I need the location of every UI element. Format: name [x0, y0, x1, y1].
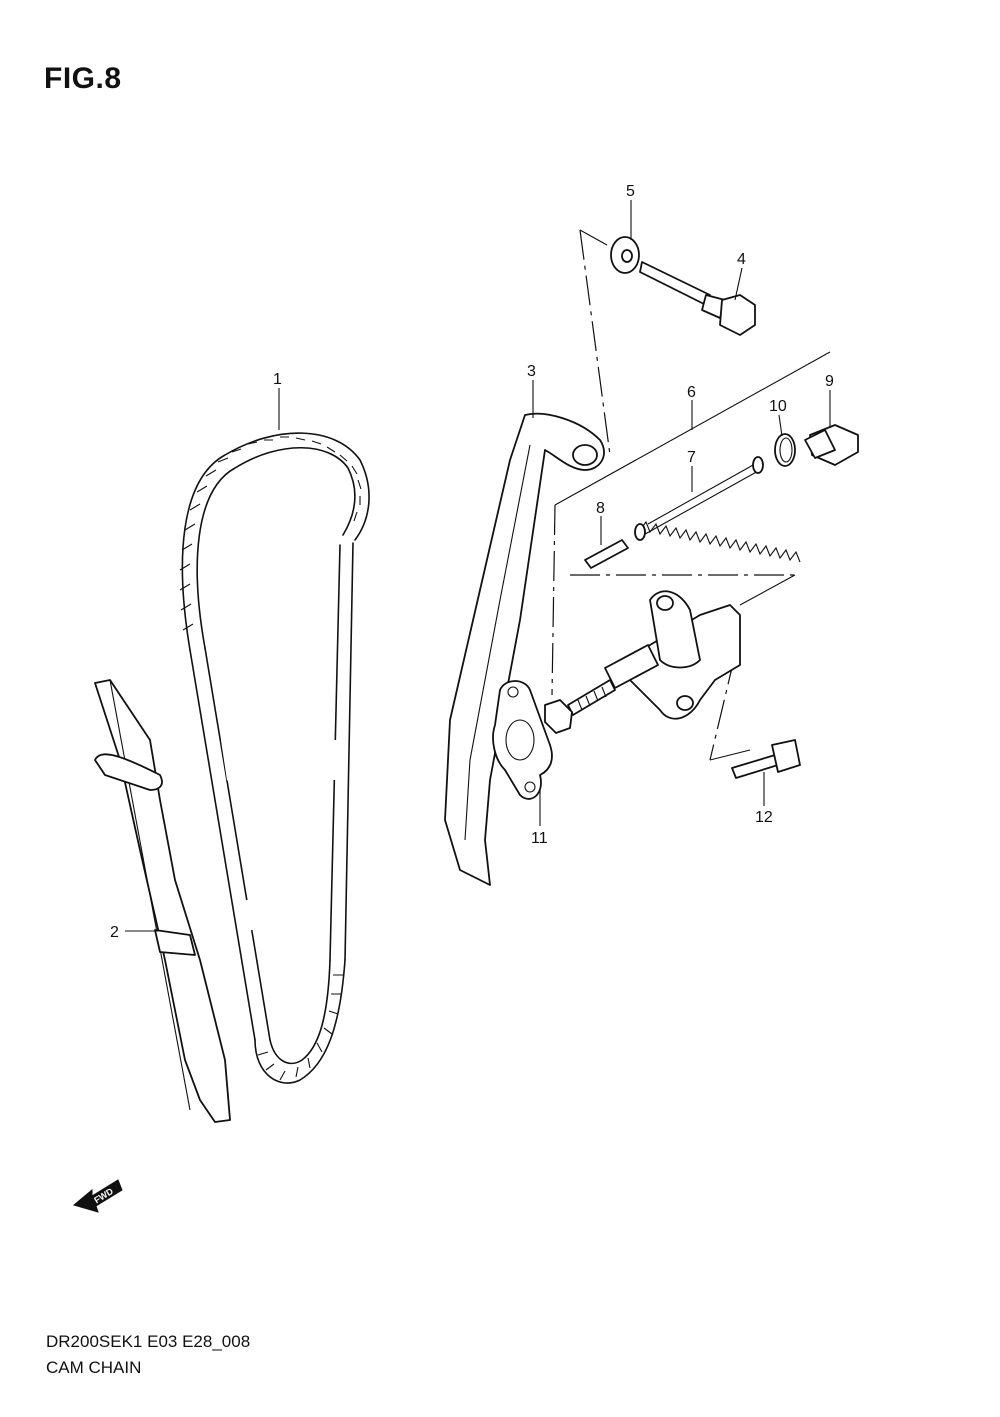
cam-chain-guide-part[interactable] — [94, 679, 231, 1123]
callout-5: 5 — [626, 183, 635, 200]
cam-chain-tensioner-body-part[interactable] — [544, 590, 741, 734]
bolt-part[interactable] — [639, 261, 756, 336]
o-ring-part[interactable] — [774, 433, 796, 467]
tensioner-assembly-bracket — [551, 229, 831, 761]
pin-part[interactable] — [584, 539, 629, 569]
chain-links-top — [179, 436, 362, 631]
cam-chain-tensioner-arm-part[interactable] — [444, 412, 605, 886]
callout-8: 8 — [596, 500, 605, 517]
washer-part[interactable] — [610, 236, 640, 274]
mounting-bolt-part[interactable] — [731, 739, 801, 779]
plug-bolt-part[interactable] — [804, 424, 859, 466]
callout-4: 4 — [737, 251, 746, 268]
callout-9: 9 — [825, 373, 834, 390]
section-name: CAM CHAIN — [46, 1358, 142, 1377]
gasket-part[interactable] — [492, 680, 553, 800]
callout-1: 1 — [273, 371, 282, 388]
cam-chain-part[interactable] — [179, 432, 370, 1084]
callout-numbers: 1 2 3 4 5 6 7 8 9 10 11 12 — [110, 183, 834, 941]
callout-11: 11 — [531, 830, 548, 847]
forward-arrow-icon: FWD — [72, 1179, 123, 1213]
callout-12: 12 — [755, 809, 773, 826]
callout-leaders — [125, 200, 831, 932]
model-code: DR200SEK1 E03 E28_008 — [46, 1332, 251, 1351]
callout-6: 6 — [687, 384, 696, 401]
tensioner-spring-part[interactable] — [634, 456, 801, 563]
callout-3: 3 — [527, 363, 536, 380]
callout-7: 7 — [687, 449, 696, 466]
callout-10: 10 — [769, 398, 787, 415]
callout-2: 2 — [110, 924, 119, 941]
figure-title: FIG.8 — [44, 62, 122, 95]
